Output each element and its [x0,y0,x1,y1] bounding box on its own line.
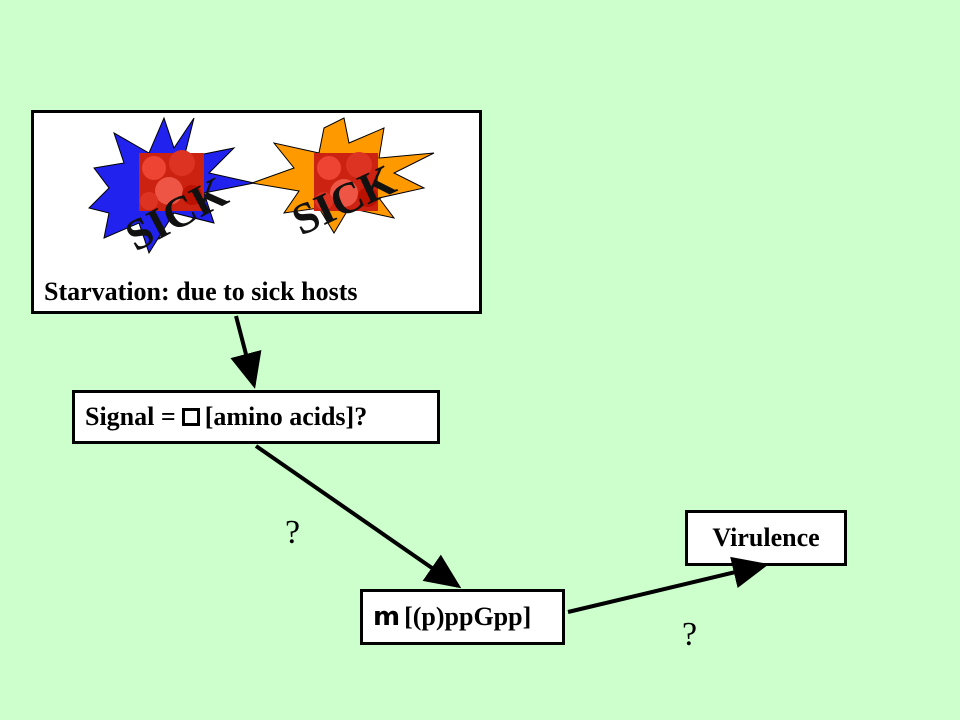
sick-badges: SICK SICK [88,116,435,261]
virulence-label: Virulence [712,523,820,552]
starvation-box: SICK SICK Starvation: due to sick hosts [31,110,482,314]
unknown-link-question-2: ? [682,616,698,653]
increase-symbol-icon: m [373,602,401,632]
starvation-caption: Starvation: due to sick hosts [44,277,358,306]
virulence-box: Virulence [685,510,847,566]
unknown-link-question-1: ? [285,514,301,551]
decrease-square-icon [181,408,200,426]
arrow-ppgpp-to-virulence [567,556,769,614]
arrow-starvation-to-signal [230,315,262,389]
sick-burst-blue: SICK [88,116,255,261]
signal-prefix: Signal = [85,402,176,431]
sick-burst-orange: SICK [250,117,435,245]
signal-box: Signal = [amino acids]? [72,390,440,444]
ppgpp-box: m [(p)ppGpp] [360,589,565,645]
ppgpp-label: [(p)ppGpp] [404,602,532,631]
signal-suffix: [amino acids]? [204,402,368,431]
